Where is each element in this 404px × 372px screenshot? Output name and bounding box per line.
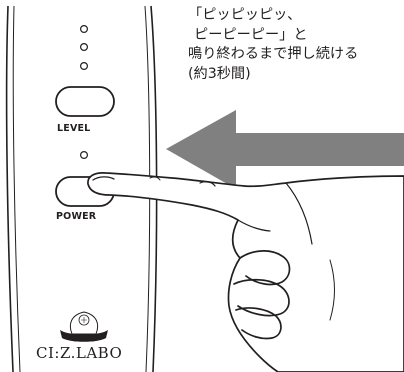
device-right-edge: [150, 5, 158, 372]
power-button-label: POWER: [56, 211, 97, 222]
level-led-3: [79, 61, 88, 70]
left-arrow-icon: [166, 110, 404, 189]
level-led-1: [79, 25, 88, 34]
level-led-2: [79, 42, 88, 51]
instruction-line-3: 鳴り終わるまで押し続ける: [188, 46, 359, 62]
brand-seal-icon: [60, 311, 108, 342]
power-led: [79, 151, 88, 160]
instruction-line-1: 「ピッピッピッ、: [188, 7, 302, 23]
level-button-label: LEVEL: [57, 123, 91, 134]
device-left-inner-edge: [12, 5, 21, 372]
level-button[interactable]: [55, 86, 115, 117]
device-right-inner-edge: [144, 5, 151, 372]
instruction-line-4: (約3秒間): [188, 65, 251, 82]
brand-name: CI:Z.LABO: [36, 344, 123, 362]
instruction-line-2: ピーピーピー」と: [194, 26, 308, 43]
instruction-caption: 「ピッピッピッ、 ピーピーピー」と 鳴り終わるまで押し続ける (約3秒間): [188, 6, 358, 84]
pressing-hand-icon: [87, 172, 404, 372]
device-left-edge: [5, 5, 14, 372]
